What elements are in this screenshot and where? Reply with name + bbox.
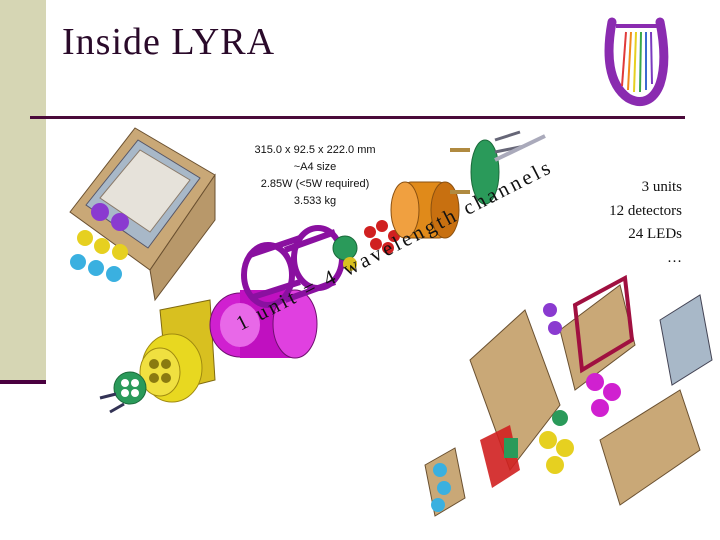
- spec-size: ~A4 size: [293, 161, 337, 173]
- electronics-assembly: [424, 274, 713, 517]
- detector-block: [139, 299, 216, 403]
- detectors-count: 12 detectors: [609, 202, 682, 219]
- slide-title: Inside LYRA: [62, 21, 276, 63]
- specs-block: 315.0 x 92.5 x 222.0 mm ~A4 size 2.85W (…: [220, 142, 410, 210]
- orange-cylinder: [390, 181, 460, 239]
- units-count: 3 units: [641, 179, 682, 195]
- ellipsis: …: [667, 249, 682, 266]
- side-bar-decoration: [0, 0, 46, 384]
- yellow-disc: [343, 257, 357, 271]
- lyra-harp-logo-icon: [604, 17, 669, 106]
- title-rule: [30, 116, 685, 119]
- magenta-tube: [209, 289, 318, 359]
- spec-mass: 3.533 kg: [293, 195, 337, 207]
- spec-dimensions: 315.0 x 92.5 x 222.0 mm: [254, 144, 376, 156]
- spec-power: 2.85W (<5W required): [260, 178, 370, 190]
- end-plate: [450, 130, 546, 205]
- side-bar-edge: [0, 380, 46, 384]
- filter-wheel: [99, 371, 147, 414]
- units-list: 3 units 12 detectors 24 LEDs …: [609, 176, 682, 270]
- led-cluster: [364, 220, 400, 254]
- housing-assembly: [69, 127, 216, 302]
- leds-count: 24 LEDs: [628, 226, 682, 242]
